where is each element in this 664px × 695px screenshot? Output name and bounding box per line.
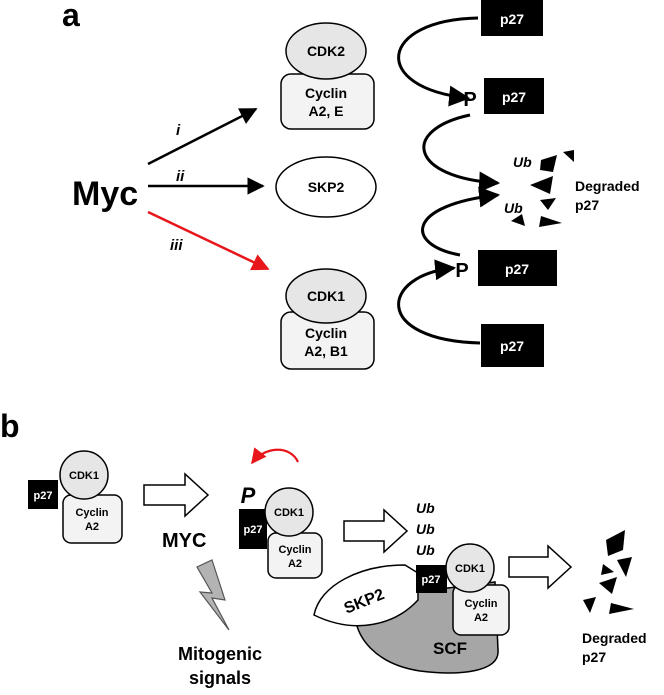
- cdk2-oval: [285, 22, 367, 80]
- cdk1-circle-1: [59, 450, 109, 500]
- lightning-bolt-icon: [196, 559, 230, 631]
- p27-label-b2: p27: [244, 524, 263, 536]
- skp2-label: SKP2: [308, 179, 345, 195]
- autophosphorylation-arrow: [251, 447, 299, 465]
- pathway-iii-label: iii: [170, 237, 183, 254]
- ub-label-a1: Ub: [513, 154, 532, 170]
- panel-a: a Myc i ii iii CDK2 Cyclin A2, E SKP2 CD…: [62, 0, 640, 370]
- cdk1-label-b1: CDK1: [69, 470, 99, 482]
- p27-label-b3: p27: [422, 574, 441, 586]
- cyclin-label-b1-line1: Cyclin: [75, 507, 108, 519]
- cyclin-a2-e-box: [280, 73, 375, 130]
- ub-label-b3: Ub: [416, 542, 435, 558]
- cdk1-label-b2: CDK1: [274, 507, 304, 519]
- cyclin-a2-e-line2: A2, E: [308, 103, 343, 119]
- phospho-label-b: P: [241, 483, 256, 508]
- cyclin-a2-box-3: [452, 584, 510, 636]
- skp2-oval: [275, 156, 377, 218]
- cyclin-label-b1-line2: A2: [85, 521, 99, 533]
- p27-box-bottom: [481, 324, 544, 367]
- mitogenic-label-line2: signals: [189, 668, 251, 688]
- block-arrow-2: [343, 508, 409, 554]
- myc-label: Myc: [72, 175, 138, 213]
- cyclin-a2-e-line1: Cyclin: [305, 85, 347, 101]
- cyclin-label-b2-line2: A2: [288, 558, 302, 570]
- p27-label-phospho-lower: p27: [505, 261, 529, 277]
- panel-b: b CDK1 p27 Cyclin A2 MYC Mitogenic signa…: [0, 408, 647, 688]
- ub-label-b2: Ub: [416, 521, 435, 537]
- degraded-label-b-line1: Degraded: [582, 630, 647, 646]
- phosphorylation-arrow-lower: [397, 259, 481, 345]
- panel-b-label: b: [0, 408, 20, 444]
- p27-box-b3: [416, 565, 447, 593]
- cyclin-label-b2-line1: Cyclin: [278, 544, 311, 556]
- cyclin-a2-b1-line1: Cyclin: [305, 325, 347, 341]
- p27-box-phospho-lower: [478, 250, 557, 286]
- ub-label-b1: Ub: [416, 500, 435, 516]
- cyclin-a2-box-1: [62, 494, 123, 544]
- cdk1-label-b3: CDK1: [455, 563, 485, 575]
- cyclin-a2-b1-line2: A2, B1: [304, 343, 348, 359]
- degraded-label-a-line1: Degraded: [575, 178, 640, 194]
- scf-label: SCF: [433, 639, 467, 658]
- degraded-fragments-b: [583, 530, 634, 614]
- p27-label-phospho-upper: p27: [502, 89, 526, 105]
- phospho-label-lower: P: [455, 260, 468, 282]
- pathway-ii-label: ii: [176, 168, 185, 185]
- degraded-label-b-line2: p27: [582, 649, 606, 665]
- phosphorylation-arrow-upper: [397, 16, 479, 107]
- block-arrow-3: [508, 544, 573, 590]
- cdk1-circle-3: [445, 543, 495, 593]
- ub-label-a2: Ub: [504, 200, 523, 216]
- cyclin-label-b3-line1: Cyclin: [464, 598, 497, 610]
- cdk1-label: CDK1: [307, 288, 345, 304]
- pathway-i-arrow: [147, 107, 258, 166]
- cyclin-label-b3-line2: A2: [474, 612, 488, 624]
- p27-label-top: p27: [500, 11, 524, 27]
- p27-label-b1: p27: [34, 490, 53, 502]
- p27-box-phospho-upper: [484, 78, 544, 114]
- pathway-iii-arrow: [147, 210, 270, 271]
- block-arrow-1: [143, 472, 210, 518]
- p27-box-b2: [239, 509, 267, 549]
- degraded-fragments-a: [511, 150, 574, 227]
- degradation-arrow-upper: [422, 113, 501, 193]
- mitogenic-label-line1: Mitogenic: [178, 644, 262, 664]
- panel-a-label: a: [62, 0, 80, 33]
- degradation-arrow-lower: [421, 186, 501, 257]
- phospho-label-upper: P: [463, 89, 476, 111]
- cdk1-circle-2: [264, 487, 314, 537]
- pathway-i-label: i: [176, 122, 181, 139]
- cdk1-oval: [285, 268, 367, 324]
- degraded-label-a-line2: p27: [575, 197, 599, 213]
- cdk2-label: CDK2: [307, 43, 345, 59]
- p27-box-b1: [28, 480, 58, 509]
- p27-box-top: [481, 0, 543, 36]
- p27-label-bottom: p27: [500, 338, 524, 354]
- myc-label-b: MYC: [162, 530, 206, 552]
